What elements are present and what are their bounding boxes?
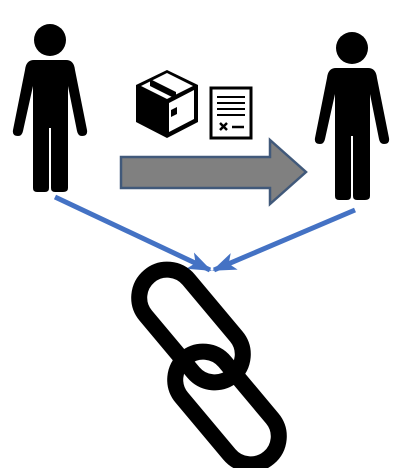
sender-person-icon (12, 24, 88, 192)
sender-to-link-connector (53, 194, 212, 273)
document-icon (209, 86, 253, 140)
chain-link-icon (131, 261, 287, 468)
receiver-person-icon (314, 32, 390, 200)
transfer-block-arrow (119, 137, 308, 207)
package-icon (136, 70, 198, 138)
receiver-to-link-connector (212, 207, 356, 273)
